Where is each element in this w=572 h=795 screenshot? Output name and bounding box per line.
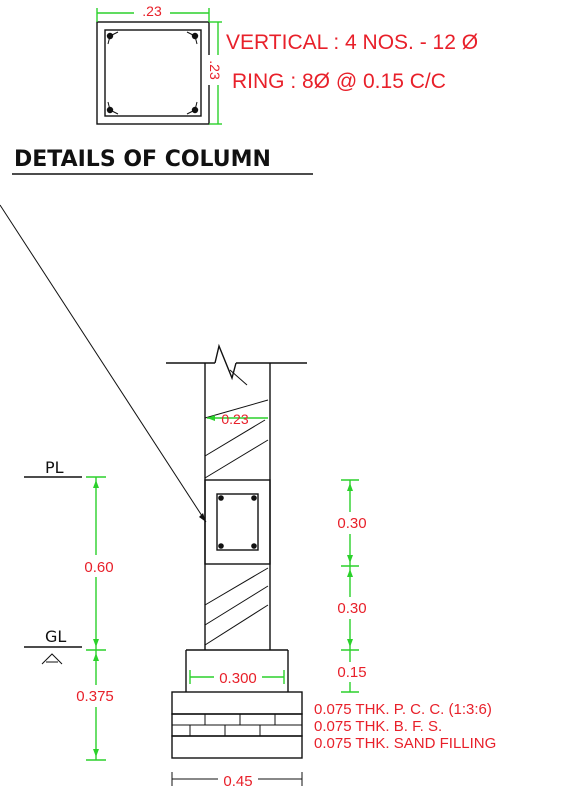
dim-below-gl-label: 0.375 [76,688,114,705]
dim-footing-inner-label: 0.300 [219,670,257,687]
layer-pcc-block [171,691,303,715]
dim-above-gl-label: 0.60 [84,559,113,576]
dim-side-label: .23 [207,60,223,80]
gl-label: GL [45,627,66,646]
dim-wall-label: 0.23 [221,411,248,427]
note-ring: RING : 8Ø @ 0.15 C/C [232,70,446,93]
note-vertical-bars: VERTICAL : 4 NOS. - 12 Ø [226,31,478,54]
beam-stirrup [216,493,259,551]
column-section-detail [96,4,228,125]
ground-symbol [41,653,63,665]
note-layer-sand: 0.075 THK. SAND FILLING [314,735,496,752]
page-title: DETAILS OF COLUMN [14,147,271,172]
dim-middle-label: 0.30 [337,600,366,617]
pl-label: PL [45,458,64,477]
layer-sand-block [171,735,303,759]
plinth-beam [204,479,271,565]
wall-section [166,343,307,759]
note-layer-pcc: 0.075 THK. P. C. C. (1:3:6) [314,701,492,718]
dim-footing-width-label: 0.45 [223,773,252,790]
dim-lower-label: 0.15 [337,664,366,681]
dim-upper-label: 0.30 [337,515,366,532]
note-layer-bfs: 0.075 THK. B. F. S. [314,718,442,735]
dim-top-label: .23 [142,3,162,19]
stirrup-ring [104,29,202,117]
leader-line [0,204,207,523]
